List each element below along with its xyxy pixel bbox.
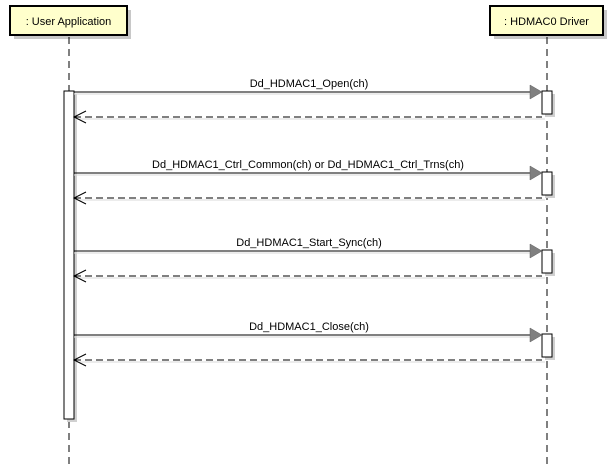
lifeline-user-application[interactable]: : User Application [9,5,131,39]
activation-driver-start-sync [541,249,553,274]
activation-driver-open [541,90,553,115]
arrowhead-start-sync [529,243,543,259]
activation-driver-ctrl [541,171,553,196]
lifeline-user-application-title: : User Application [26,16,112,28]
message-close: Dd_HDMAC1_Close(ch) [72,321,555,367]
message-close-label: Dd_HDMAC1_Close(ch) [249,321,369,333]
lifeline-hdmac0-driver-title: : HDMAC0 Driver [504,16,589,28]
activation-user-application [63,90,77,422]
message-ctrl: Dd_HDMAC1_Ctrl_Common(ch) or Dd_HDMAC1_C… [72,159,555,205]
arrowhead-open [529,84,543,100]
message-ctrl-label: Dd_HDMAC1_Ctrl_Common(ch) or Dd_HDMAC1_C… [152,159,464,171]
lifeline-hdmac0-driver[interactable]: : HDMAC0 Driver [489,5,607,39]
message-start-sync: Dd_HDMAC1_Start_Sync(ch) [72,237,555,283]
arrowhead-ctrl [529,165,543,181]
activation-driver-close [541,333,553,358]
message-start-sync-label: Dd_HDMAC1_Start_Sync(ch) [236,237,382,249]
arrowhead-close [529,327,543,343]
message-open: Dd_HDMAC1_Open(ch) [72,78,555,124]
message-open-label: Dd_HDMAC1_Open(ch) [250,78,369,90]
